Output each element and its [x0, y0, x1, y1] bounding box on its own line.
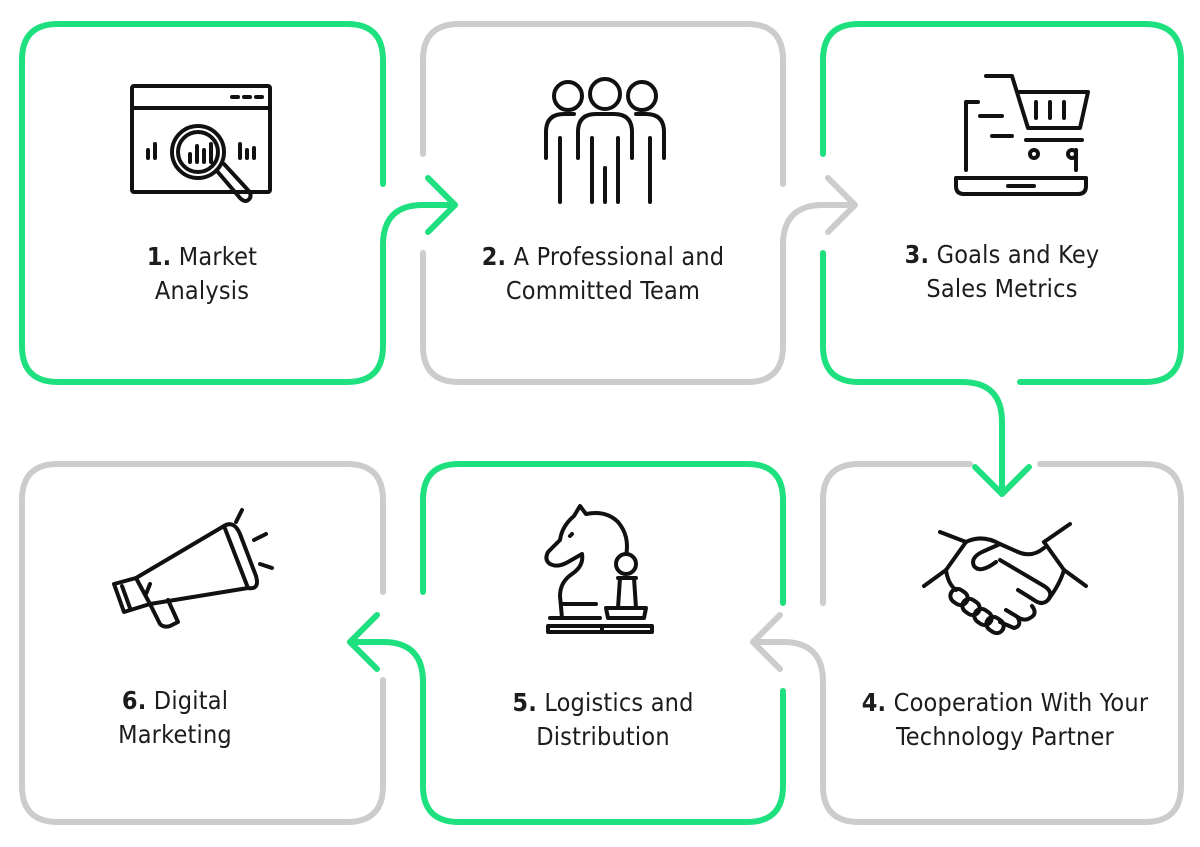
arrow-3-to-4: [972, 464, 1032, 497]
step-number: 5.: [512, 688, 537, 717]
step-title-line2: Marketing: [118, 720, 232, 749]
step-title-line1: Cooperation With Your: [893, 688, 1149, 717]
step-1-frame: [19, 21, 458, 385]
step-4-label: 4. Cooperation With Your Technology Part…: [835, 686, 1175, 754]
step-2-label: 2. A Professional and Committed Team: [443, 240, 763, 308]
step-number: 2.: [481, 242, 507, 271]
step-title-line1: A Professional and: [513, 242, 725, 271]
step-title-line1: Market: [178, 242, 258, 271]
step-1-label: 1. Market Analysis: [42, 240, 362, 308]
step-number: 4.: [861, 688, 887, 717]
step-2-frame: [420, 21, 858, 385]
step-3-frame: [820, 21, 1184, 497]
step-title-line2: Analysis: [154, 276, 250, 305]
step-title-line2: Sales Metrics: [926, 274, 1078, 303]
laptop-cart-icon: [952, 70, 1096, 200]
megaphone-icon: [106, 504, 286, 634]
step-title-line2: Technology Partner: [896, 722, 1114, 751]
team-icon: [538, 76, 672, 206]
market-analysis-icon: [128, 82, 278, 212]
step-title-line1: Logistics and: [544, 688, 694, 717]
arrow-2-to-3: [825, 175, 858, 235]
arrow-4-to-5: [750, 612, 783, 672]
step-3-label: 3. Goals and Key Sales Metrics: [842, 238, 1162, 306]
arrow-1-to-2: [425, 175, 458, 235]
step-title-line2: Committed Team: [505, 276, 701, 305]
step-number: 1.: [146, 242, 172, 271]
step-5-label: 5. Logistics and Distribution: [443, 686, 763, 754]
chess-icon: [526, 500, 660, 636]
step-number: 3.: [904, 240, 930, 269]
step-number: 6.: [121, 686, 147, 715]
step-5-frame: [347, 461, 786, 825]
step-title-line2: Distribution: [536, 722, 670, 751]
step-title-line1: Digital: [153, 686, 229, 715]
handshake-icon: [920, 514, 1090, 644]
arrow-5-to-6: [347, 612, 380, 672]
step-6-label: 6. Digital Marketing: [15, 684, 335, 752]
step-6-frame: [19, 461, 386, 825]
step-title-line1: Goals and Key: [936, 240, 1100, 269]
step-4-frame: [750, 461, 1184, 825]
